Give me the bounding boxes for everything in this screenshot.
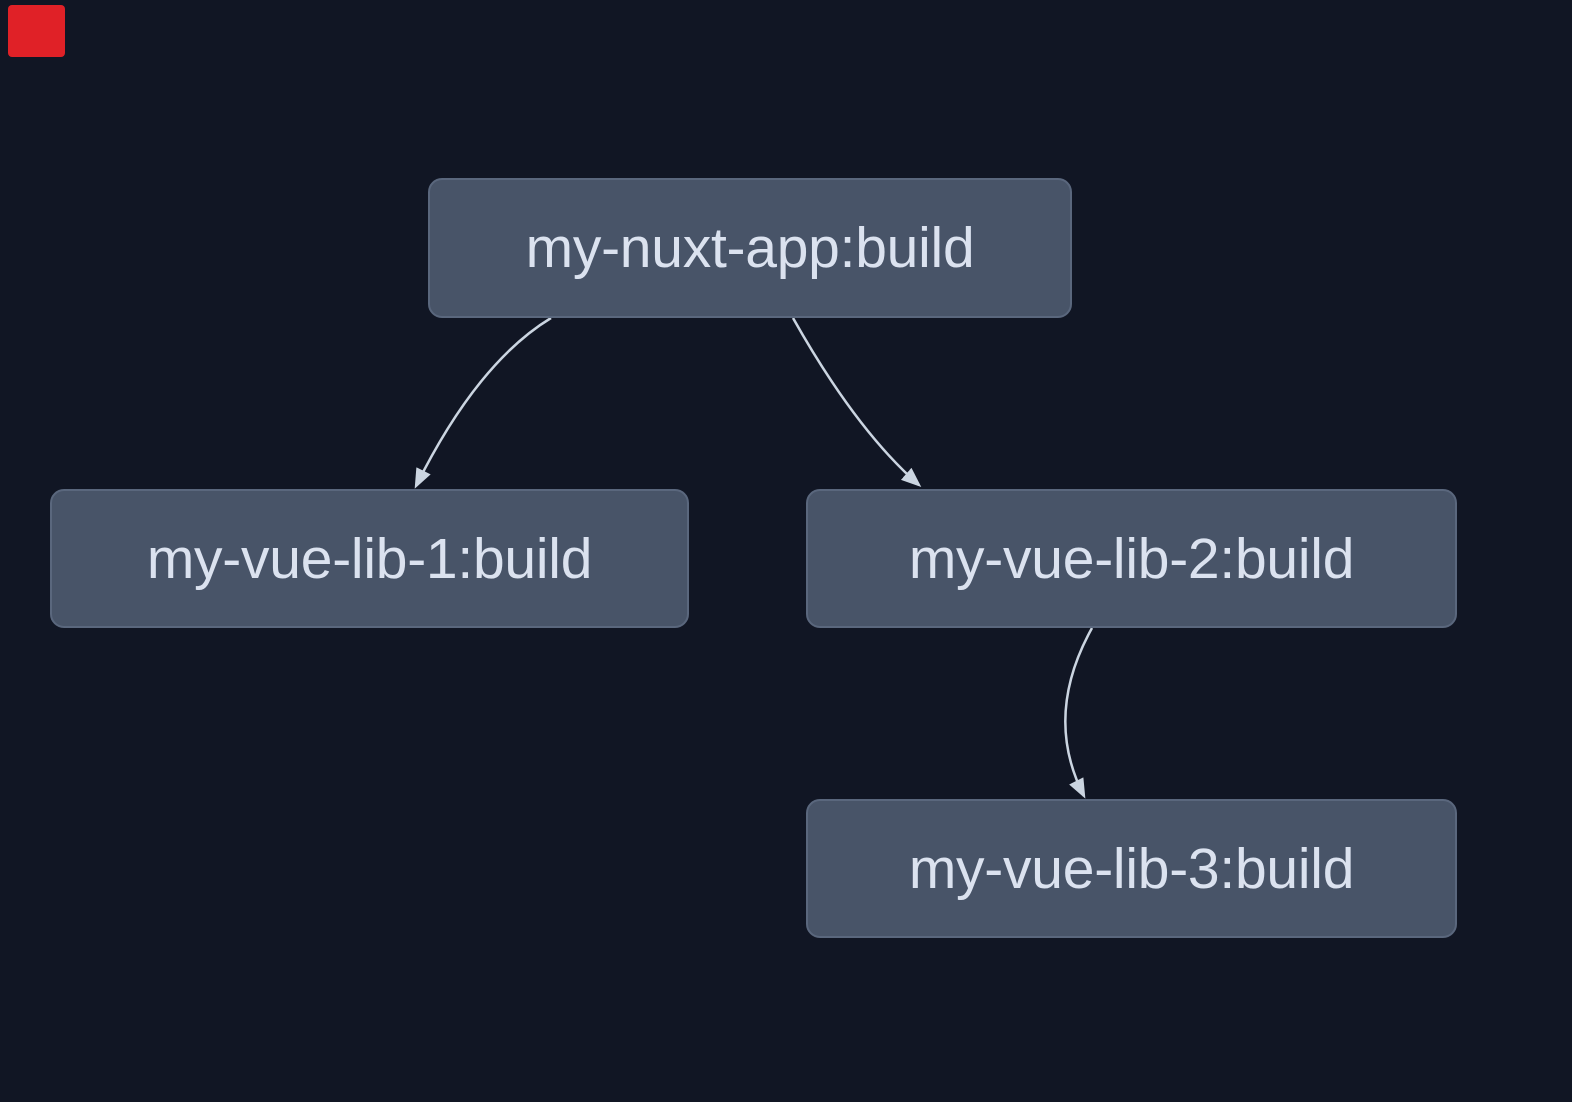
edge-my-nuxt-app-to-my-vue-lib-1 bbox=[414, 316, 552, 489]
edge-my-vue-lib-2-to-my-vue-lib-3 bbox=[1064, 627, 1094, 799]
task-node-label: my-nuxt-app:build bbox=[525, 216, 975, 280]
red-marker bbox=[8, 5, 65, 57]
task-node-my-vue-lib-1-build[interactable]: my-vue-lib-1:build bbox=[50, 489, 689, 628]
task-node-my-nuxt-app-build[interactable]: my-nuxt-app:build bbox=[428, 178, 1072, 318]
task-node-label: my-vue-lib-1:build bbox=[146, 526, 593, 591]
task-node-label: my-vue-lib-2:build bbox=[908, 526, 1355, 591]
task-node-label: my-vue-lib-3:build bbox=[908, 836, 1355, 901]
task-node-my-vue-lib-3-build[interactable]: my-vue-lib-3:build bbox=[806, 799, 1457, 938]
task-node-my-vue-lib-2-build[interactable]: my-vue-lib-2:build bbox=[806, 489, 1457, 628]
edge-my-nuxt-app-to-my-vue-lib-2 bbox=[791, 317, 922, 487]
